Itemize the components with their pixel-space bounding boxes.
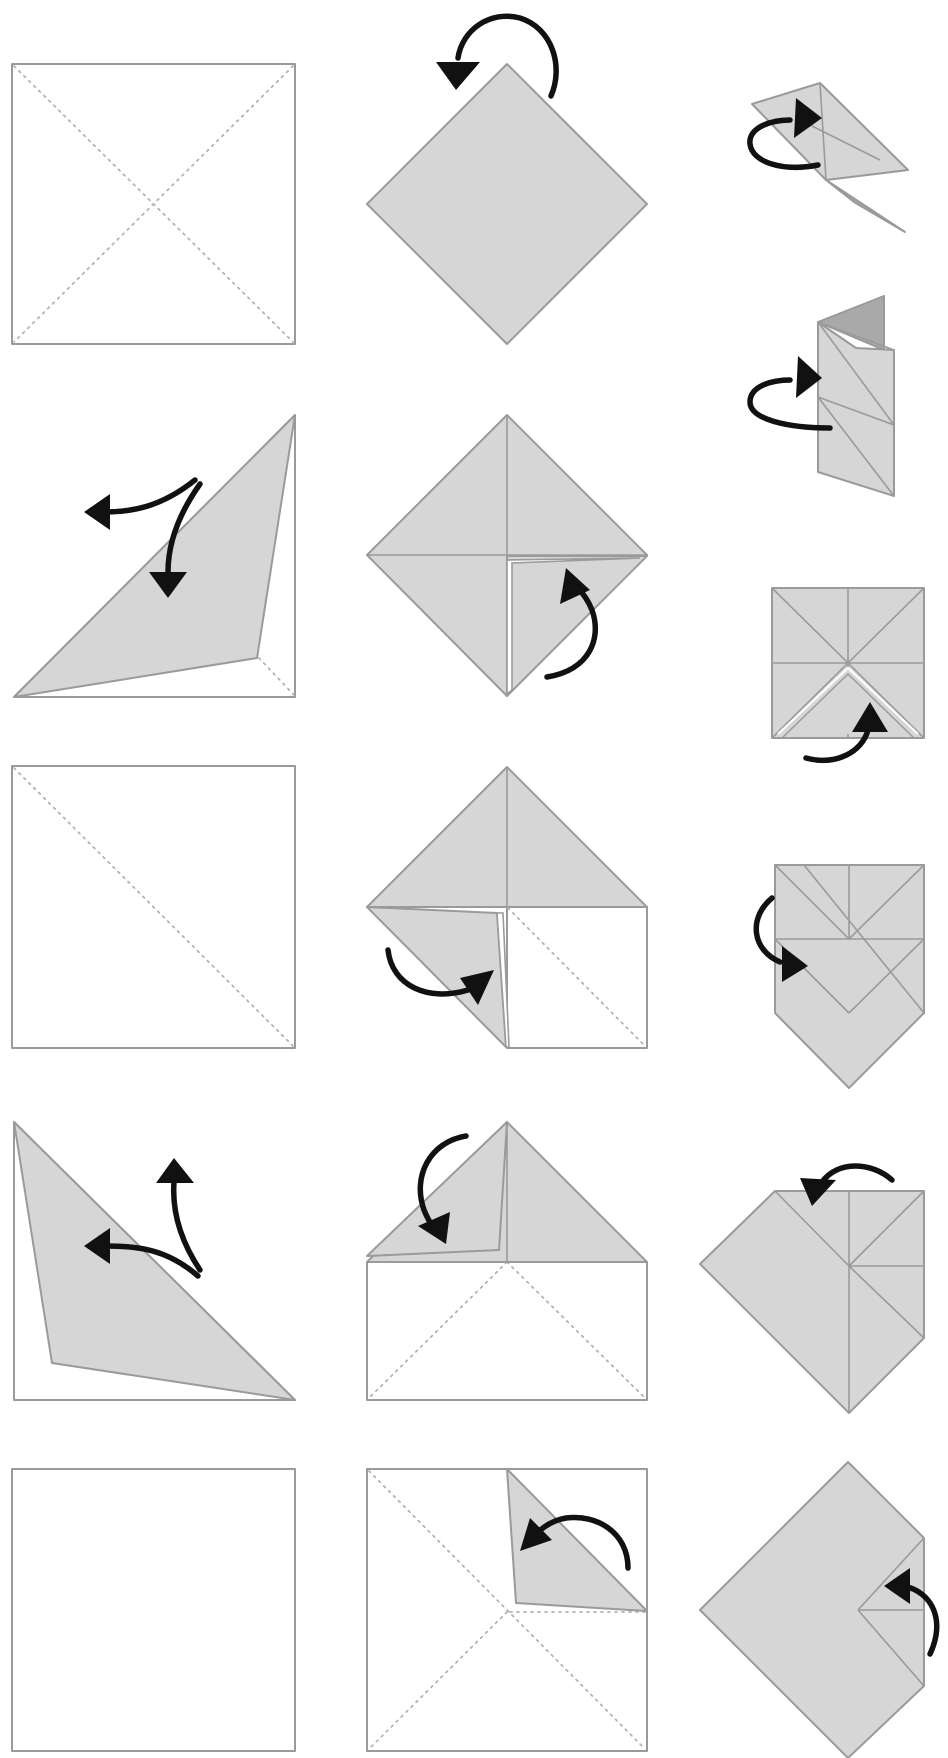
step-8-fold-left-flap bbox=[367, 767, 647, 1048]
step-14-folded-point bbox=[756, 865, 924, 1088]
step-4-unfold-triangle bbox=[14, 1122, 295, 1400]
step-11-finished-fold-side-view bbox=[750, 83, 908, 232]
step-13-square-with-creases bbox=[772, 588, 924, 760]
step-5-plain-square bbox=[12, 1469, 295, 1751]
step-3-square-one-diagonal bbox=[12, 766, 295, 1048]
step-2-unfold-triangle bbox=[14, 415, 295, 697]
step-6-diamond-turn-over bbox=[367, 16, 647, 344]
step-9-fold-top-corner bbox=[367, 1122, 647, 1400]
step-16-final-diamond bbox=[700, 1462, 937, 1758]
step-7-fold-corner-to-center bbox=[367, 415, 647, 696]
step-15-fold-flaps bbox=[700, 1166, 924, 1413]
step-10-unfold-corner bbox=[367, 1469, 647, 1751]
step-1-square-with-diagonals bbox=[12, 64, 295, 344]
step-12-folded-strip bbox=[750, 296, 894, 496]
